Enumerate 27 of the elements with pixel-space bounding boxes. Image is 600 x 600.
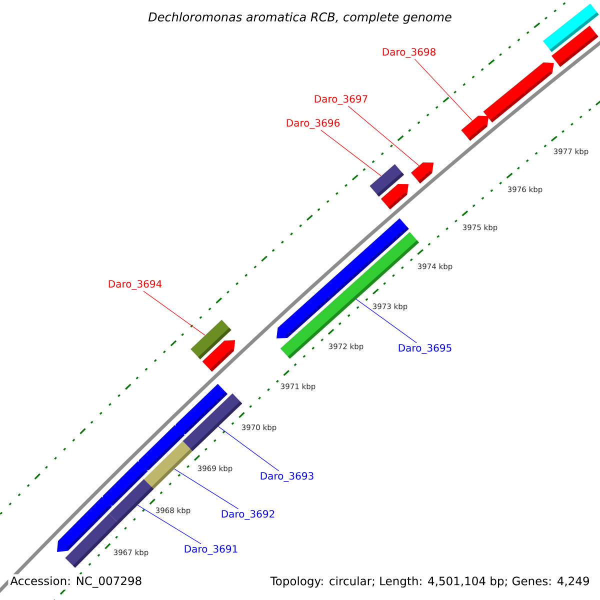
- gene-block: [410, 162, 434, 184]
- leader-line: [414, 58, 473, 121]
- gene-block: [483, 62, 554, 122]
- leader-line: [174, 468, 239, 510]
- gene-label: Daro_3691: [184, 545, 238, 555]
- gene-block: [276, 218, 409, 338]
- leader-line: [218, 426, 280, 472]
- leader-line: [320, 130, 382, 176]
- gene-label: Daro_3695: [398, 344, 452, 354]
- leader-line: [143, 290, 206, 336]
- gene-label: Daro_3697: [314, 95, 368, 105]
- gene-label: Daro_3693: [260, 472, 314, 482]
- title: Dechloromonas aromatica RCB, complete genome: [148, 12, 452, 24]
- gene-block: [461, 116, 489, 141]
- gene-label: Daro_3694: [108, 280, 162, 290]
- leader-line: [348, 106, 420, 166]
- footer-text: Topology: circular; Length: 4,501,104 bp; Genes: 4,249: [268, 574, 592, 590]
- footer-text: Accession: NC_007298: [8, 574, 144, 590]
- gene-label: Daro_3698: [382, 48, 436, 58]
- gene-block: [174, 384, 228, 435]
- leader-line: [355, 298, 417, 344]
- gene-block: [542, 4, 599, 52]
- gene-label: Daro_3692: [222, 510, 274, 520]
- gene-block: [202, 340, 236, 372]
- gene-block: [380, 184, 408, 210]
- gene-label: Daro_3696: [286, 119, 340, 129]
- leader-line: [137, 504, 202, 544]
